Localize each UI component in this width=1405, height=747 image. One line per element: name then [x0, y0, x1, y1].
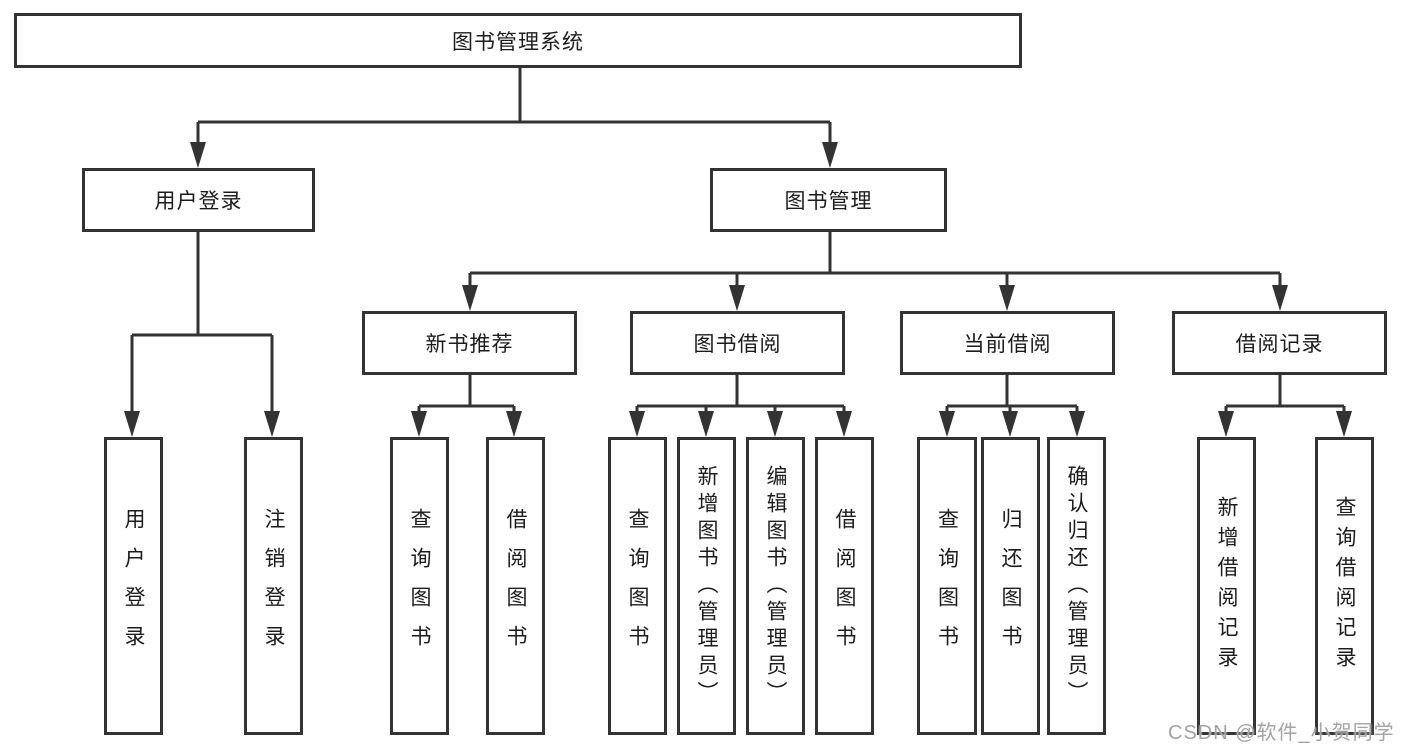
leaf-confirm-return-admin: 确认归还（管理员）: [1047, 437, 1106, 735]
node-label: 新书推荐: [425, 333, 514, 356]
leaf-add-borrow-record: 新增借阅记录: [1197, 437, 1256, 735]
leaf-query-books-borrowing: 查询图书: [608, 437, 667, 735]
leaf-edit-book-admin: 编辑图书（管理员）: [746, 437, 805, 735]
node-book-borrowing: 图书借阅: [630, 311, 845, 375]
node-new-book-recommendation: 新书推荐: [362, 311, 577, 375]
node-label: 当前借阅: [963, 333, 1052, 356]
csdn-watermark: CSDN @软件_小贺同学: [1168, 722, 1395, 744]
node-current-borrowing: 当前借阅: [900, 311, 1115, 375]
leaf-query-books-recommend: 查询图书: [390, 437, 449, 735]
leaf-label: 新增借阅记录: [1215, 496, 1238, 676]
node-label: 图书管理: [784, 190, 873, 213]
node-label: 借阅记录: [1235, 333, 1324, 356]
leaf-borrow-books-recommend: 借阅图书: [486, 437, 545, 735]
node-borrowing-records: 借阅记录: [1172, 311, 1387, 375]
node-library-management-system: 图书管理系统: [14, 13, 1022, 68]
leaf-label: 查询借阅记录: [1333, 496, 1356, 676]
node-label: 图书管理系统: [452, 30, 584, 54]
node-book-management: 图书管理: [710, 168, 947, 232]
leaf-label: 查询图书: [626, 508, 649, 664]
leaf-label: 新增图书（管理员）: [695, 464, 718, 708]
leaf-label: 查询图书: [408, 508, 431, 664]
leaf-label: 确认归还（管理员）: [1065, 464, 1088, 708]
leaf-borrow-books-borrowing: 借阅图书: [815, 437, 874, 735]
leaf-label: 借阅图书: [833, 508, 856, 664]
leaf-label: 查询图书: [935, 508, 959, 664]
leaf-add-book-admin: 新增图书（管理员）: [677, 437, 736, 735]
leaf-logout: 注销登录: [244, 437, 303, 735]
leaf-query-borrow-record: 查询借阅记录: [1315, 437, 1374, 735]
node-user-login: 用户登录: [82, 168, 315, 232]
node-label: 用户登录: [154, 190, 243, 213]
leaf-user-login: 用户登录: [104, 437, 163, 735]
leaf-return-books: 归还图书: [981, 437, 1040, 735]
leaf-label: 借阅图书: [504, 508, 527, 664]
leaf-label: 归还图书: [999, 508, 1022, 664]
leaf-label: 编辑图书（管理员）: [764, 464, 787, 708]
leaf-label: 注销登录: [262, 508, 285, 664]
leaf-query-books-current: 查询图书: [917, 437, 977, 735]
node-label: 图书借阅: [693, 333, 782, 356]
leaf-label: 用户登录: [122, 508, 145, 664]
